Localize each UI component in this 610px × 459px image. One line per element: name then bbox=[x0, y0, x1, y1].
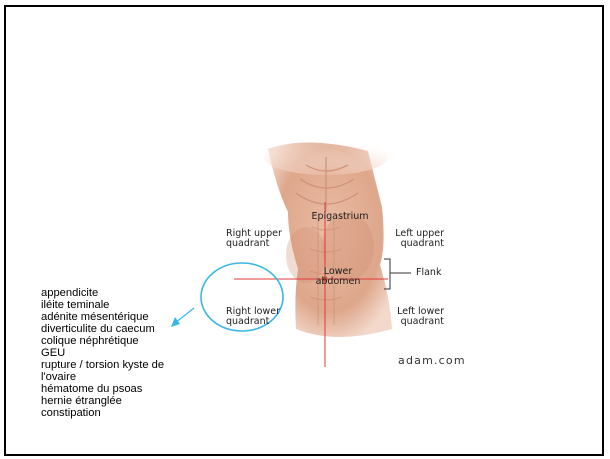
label-lower-abdomen: Lower abdomen bbox=[308, 267, 368, 287]
slide: Epigastrium Right upper quadrant Left up… bbox=[4, 5, 604, 456]
diagnosis-item: hernie étranglée bbox=[41, 395, 211, 407]
diagnosis-item: hématome du psoas bbox=[41, 383, 211, 395]
label-right-lower-quadrant: Right lower quadrant bbox=[226, 307, 280, 327]
label-line: quadrant bbox=[382, 239, 444, 249]
label-line: quadrant bbox=[226, 317, 280, 327]
label-right-upper-quadrant: Right upper quadrant bbox=[226, 229, 282, 249]
label-epigastrium: Epigastrium bbox=[302, 212, 378, 222]
diagnosis-item: diverticulite du caecum bbox=[41, 323, 211, 335]
diagnosis-item: colique néphrétique bbox=[41, 335, 211, 347]
diagnosis-item: iléite teminale bbox=[41, 299, 211, 311]
label-line: quadrant bbox=[226, 239, 282, 249]
diagnosis-item: appendicite bbox=[41, 287, 211, 299]
diagnosis-item: GEU bbox=[41, 347, 211, 359]
diagnosis-item: adénite mésentérique bbox=[41, 311, 211, 323]
label-line: quadrant bbox=[382, 317, 444, 327]
label-line: abdomen bbox=[308, 277, 368, 287]
label-left-lower-quadrant: Left lower quadrant bbox=[382, 307, 444, 327]
diagnosis-item: rupture / torsion kyste de bbox=[41, 359, 211, 371]
label-flank: Flank bbox=[416, 268, 441, 278]
diagnosis-item: constipation bbox=[41, 407, 211, 419]
label-left-upper-quadrant: Left upper quadrant bbox=[382, 229, 444, 249]
adam-brand-logo: adam.com bbox=[398, 354, 466, 367]
diagnosis-list: appendicite iléite teminale adénite mése… bbox=[41, 287, 211, 419]
diagnosis-item: l'ovaire bbox=[41, 371, 211, 383]
